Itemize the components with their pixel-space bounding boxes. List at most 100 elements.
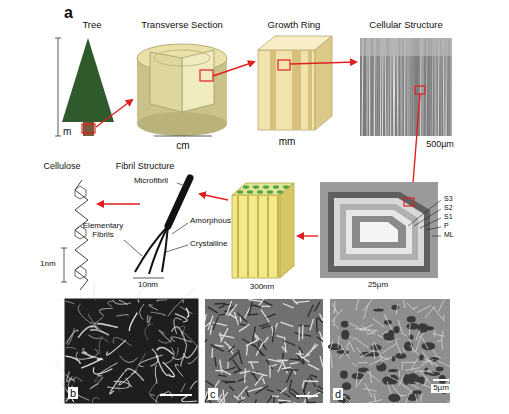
pore [407,316,416,323]
mesh-fiber [374,393,376,401]
fibril-end [237,190,243,194]
nanocrystal [272,327,274,342]
sem-image [205,299,323,403]
mesh-fiber [439,300,445,312]
cube-side [280,183,294,278]
mesh-fiber [443,315,444,321]
mesh-fiber [334,324,339,330]
mesh-fiber [346,341,350,349]
red-box [200,70,213,81]
mesh-fiber [387,382,391,394]
mesh-fiber [425,307,435,318]
pore [337,350,349,354]
pore [406,323,418,330]
nanofiber [120,356,138,363]
fibril-end [283,185,289,189]
nanofiber [116,315,128,316]
nanocrystal [282,367,291,369]
sem-image [328,299,452,403]
nanocrystal [284,341,296,346]
mesh-fiber [416,330,421,341]
mesh-fiber [339,348,349,359]
nanocrystal [244,368,246,383]
nanocrystal [298,354,310,362]
nanofiber [180,307,192,314]
zoom-arrow [213,62,254,76]
part-label: Microfibril [134,177,168,186]
nanofiber [157,348,174,355]
fibril-end [243,185,249,189]
level-title: Growth Ring [268,20,321,30]
nanofiber [76,377,82,381]
nanocrystal [269,365,270,378]
nanocrystal [289,359,300,360]
nanocrystal [299,347,303,355]
nanofiber [68,379,75,386]
mesh-fiber [420,370,431,383]
mesh-fiber [334,301,335,312]
level-title: Transverse Section [141,20,223,30]
mesh-fiber [433,350,437,355]
mesh-fiber [395,339,401,355]
nanofiber [174,318,182,334]
microfibril-rod [168,178,190,226]
nanocrystal [208,316,213,331]
mesh-fiber [411,384,419,389]
nanocrystal [247,387,262,391]
nanocrystal [289,380,291,393]
mesh-fiber [403,347,405,352]
level-title: Tree [82,20,101,30]
nanocrystal [298,327,300,341]
part-label: Crystalline [190,240,227,249]
mesh-fiber [363,304,368,320]
nanocrystal [248,313,259,315]
scale-label: 300nm [250,283,274,292]
mesh-fiber [420,333,425,338]
scale-bracket [64,248,65,282]
mesh-fiber [338,336,339,348]
nanocrystal [316,318,318,332]
wall-layer-s2 [346,210,412,254]
level-title: Cellulose [43,162,80,172]
glucose-ring [75,186,86,199]
nanocrystal [224,367,236,371]
glucose-ring [75,266,86,279]
leader-line [420,218,441,228]
nanofiber [88,335,103,339]
nanocrystal [213,317,219,330]
leader-line [426,227,441,230]
leader-line [177,183,185,186]
nanofiber [177,347,179,356]
sem-ground [205,299,323,403]
nanocrystal [263,378,265,384]
nanofiber [147,315,151,322]
nanocrystal [294,402,296,403]
nanocrystal [299,325,309,326]
fibril-end [277,190,283,194]
nanofiber [168,298,185,317]
nanofiber [181,331,202,351]
mesh-fiber [340,344,350,359]
scale-tick [55,136,61,137]
nanocrystal [282,346,287,352]
scale-label: mm [279,136,296,147]
mesh-fiber [433,334,444,337]
pore [412,390,422,394]
nanofiber [188,350,204,364]
nanofiber [139,355,163,367]
nanofiber [92,398,99,403]
mesh-fiber [401,362,415,363]
nanocrystal [233,359,241,370]
nanocrystal [253,326,256,341]
nanocrystal [255,375,263,386]
nanocrystal [266,389,273,392]
nanofiber [175,364,183,376]
pore [419,355,424,361]
mesh-fiber [382,331,388,335]
part-label: Elementary Fibrils [80,222,126,240]
nanocrystal [208,307,218,313]
mesh-fiber [388,339,399,343]
mesh-fiber [437,340,443,341]
nanocrystal [248,361,258,362]
nanocrystal [320,314,324,321]
